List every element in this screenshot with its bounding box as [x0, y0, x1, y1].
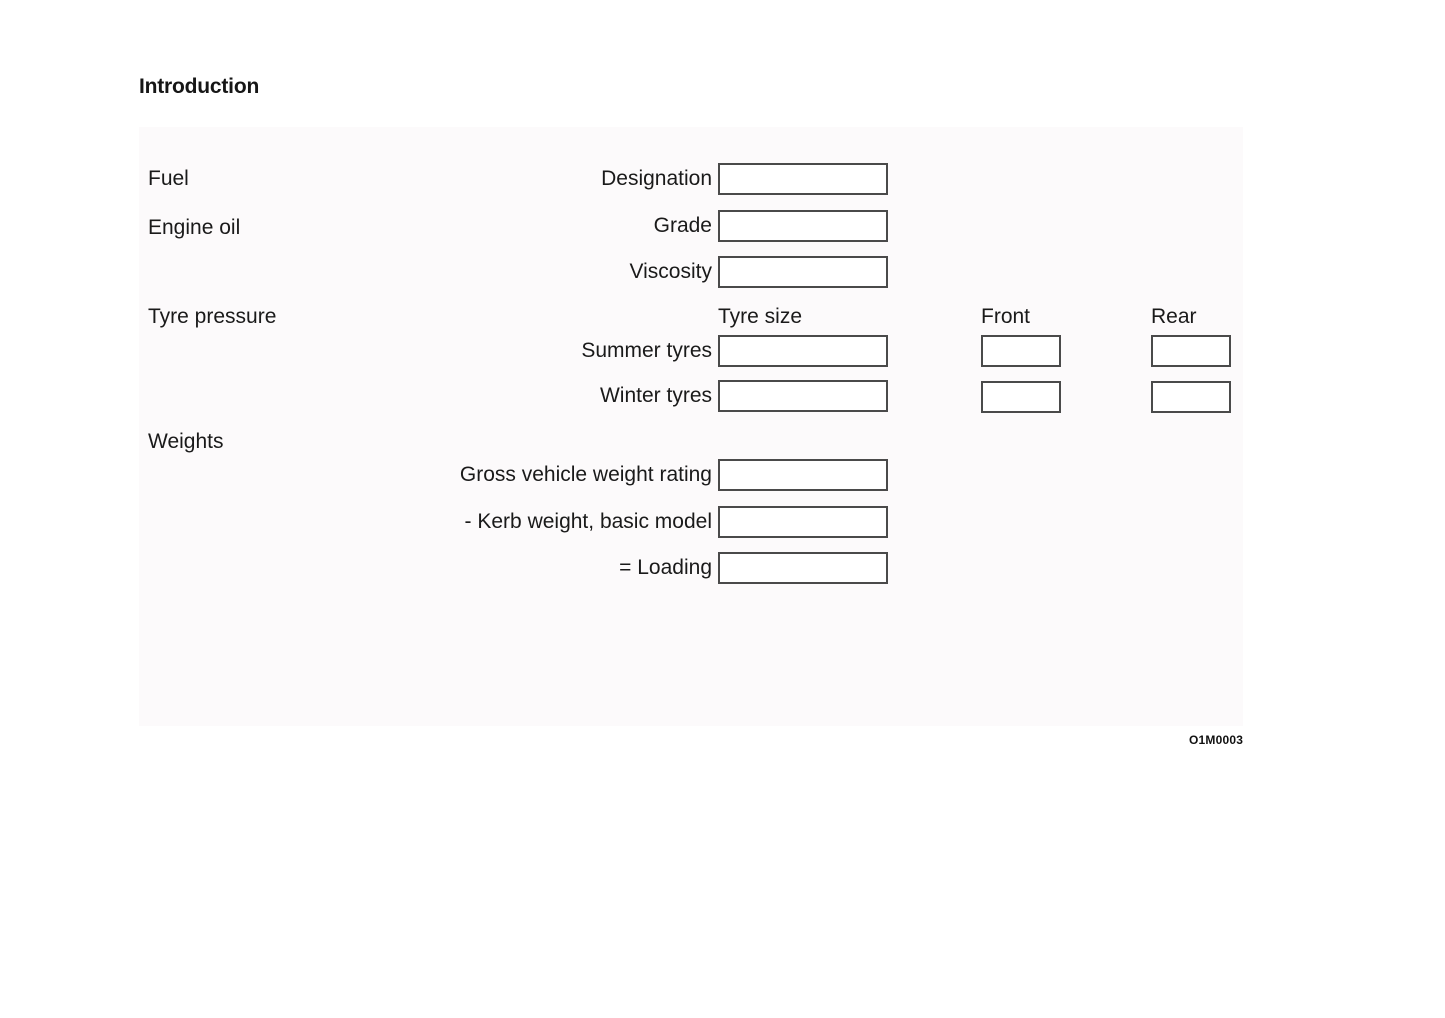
row-label-kerb-weight-basic-model: - Kerb weight, basic model [464, 510, 712, 533]
section-label-weights: Weights [148, 430, 224, 453]
row-label-designation: Designation [601, 167, 712, 190]
column-header-rear: Rear [1151, 305, 1197, 328]
section-label-engine-oil: Engine oil [148, 216, 241, 239]
section-label-fuel: Fuel [148, 167, 189, 190]
row-label-gross-vehicle-weight-rating: Gross vehicle weight rating [459, 463, 712, 486]
column-header-front: Front [981, 305, 1031, 328]
page-title: Introduction [139, 75, 260, 98]
column-header-tyre-size: Tyre size [718, 305, 803, 328]
field-summer-tyres-rear[interactable] [1151, 335, 1231, 367]
field-summer-tyres-front[interactable] [981, 335, 1061, 367]
field-viscosity[interactable] [718, 256, 888, 288]
field-grade[interactable] [718, 210, 888, 242]
row-label-grade: Grade [653, 214, 712, 237]
row-label-viscosity: Viscosity [629, 260, 712, 283]
field-loading[interactable] [718, 552, 888, 584]
field-gross-vehicle-weight-rating[interactable] [718, 459, 888, 491]
row-label-winter-tyres: Winter tyres [599, 384, 712, 407]
field-designation[interactable] [718, 163, 888, 195]
field-winter-tyres-size[interactable] [718, 380, 888, 412]
form-panel: Fuel Designation Engine oil Grade Viscos… [139, 127, 1243, 726]
field-winter-tyres-rear[interactable] [1151, 381, 1231, 413]
row-label-loading: = Loading [619, 556, 712, 579]
field-summer-tyres-size[interactable] [718, 335, 888, 367]
field-kerb-weight-basic-model[interactable] [718, 506, 888, 538]
document-code: O1M0003 [1189, 733, 1244, 747]
row-label-summer-tyres: Summer tyres [581, 339, 712, 362]
section-label-tyre-pressure: Tyre pressure [148, 305, 277, 328]
field-winter-tyres-front[interactable] [981, 381, 1061, 413]
